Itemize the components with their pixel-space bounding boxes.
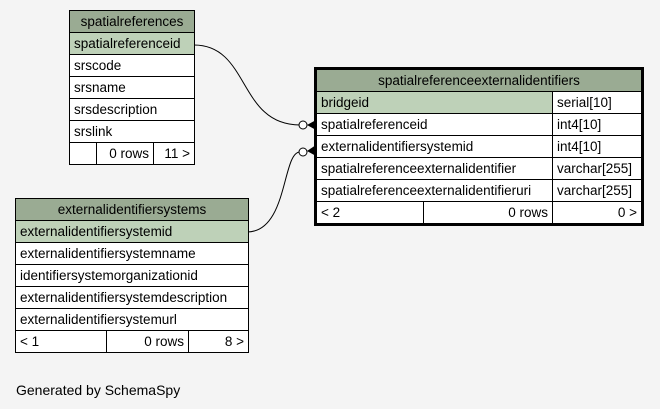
column-externalidentifiersystemdescription[interactable]: externalidentifiersystemdescription [14,286,250,309]
column-type: serial[10] [551,91,644,114]
column-srsdescription[interactable]: srsdescription [68,98,196,121]
rows-count: 0 rows [423,201,553,225]
column-srslink[interactable]: srslink [68,120,196,143]
generated-by-text: Generated by SchemaSpy [16,382,181,398]
column-spatialreferenceid[interactable]: spatialreferenceid [68,32,196,55]
column-srscode[interactable]: srscode [68,54,196,77]
column-identifiersystemorganizationid[interactable]: identifiersystemorganizationid [14,264,250,287]
parents-count[interactable] [69,142,97,165]
column-type: int4[10] [551,135,644,158]
column-externalidentifiersystemid[interactable]: externalidentifiersystemid [315,135,553,158]
table-spatialreferenceexternalidentifiers[interactable]: spatialreferenceexternalidentifiers brid… [314,67,645,226]
column-spatialreferenceexternalidentifier[interactable]: spatialreferenceexternalidentifier [315,157,553,180]
edge-externalidentifiersystemid [246,151,301,233]
table-title[interactable]: spatialreferences [68,10,196,33]
parents-count[interactable]: < 1 [15,330,107,353]
children-count[interactable]: 0 > [551,201,644,225]
edge-externalidentifiersystemid-optional-marker [298,147,308,157]
edge-spatialreferenceid [193,44,301,126]
column-type: varchar[255] [551,179,644,202]
table-title[interactable]: spatialreferenceexternalidentifiers [314,68,644,92]
edge-spatialreferenceid-arrow [307,120,316,130]
table-title[interactable]: externalidentifiersystems [14,198,250,221]
rows-count: 0 rows [106,330,189,353]
edge-spatialreferenceid-optional-marker [298,120,308,130]
column-externalidentifiersystemurl[interactable]: externalidentifiersystemurl [14,308,250,331]
column-bridgeid[interactable]: bridgeid [315,91,553,114]
column-srsname[interactable]: srsname [68,76,196,99]
column-type: int4[10] [551,113,644,136]
children-count[interactable]: 11 > [152,142,196,165]
table-externalidentifiersystems[interactable]: externalidentifiersystems externalidenti… [14,198,250,353]
column-type: varchar[255] [551,157,644,180]
parents-count[interactable]: < 2 [315,201,424,225]
column-externalidentifiersystemname[interactable]: externalidentifiersystemname [14,242,250,265]
edge-externalidentifiersystemid-arrow [307,145,316,156]
children-count[interactable]: 8 > [187,330,250,353]
rows-count: 0 rows [96,142,154,165]
column-spatialreferenceexternalidentifieruri[interactable]: spatialreferenceexternalidentifieruri [315,179,553,202]
column-spatialreferenceid[interactable]: spatialreferenceid [315,113,553,136]
table-spatialreferences[interactable]: spatialreferences spatialreferenceid srs… [68,10,196,165]
column-externalidentifiersystemid[interactable]: externalidentifiersystemid [14,220,250,243]
